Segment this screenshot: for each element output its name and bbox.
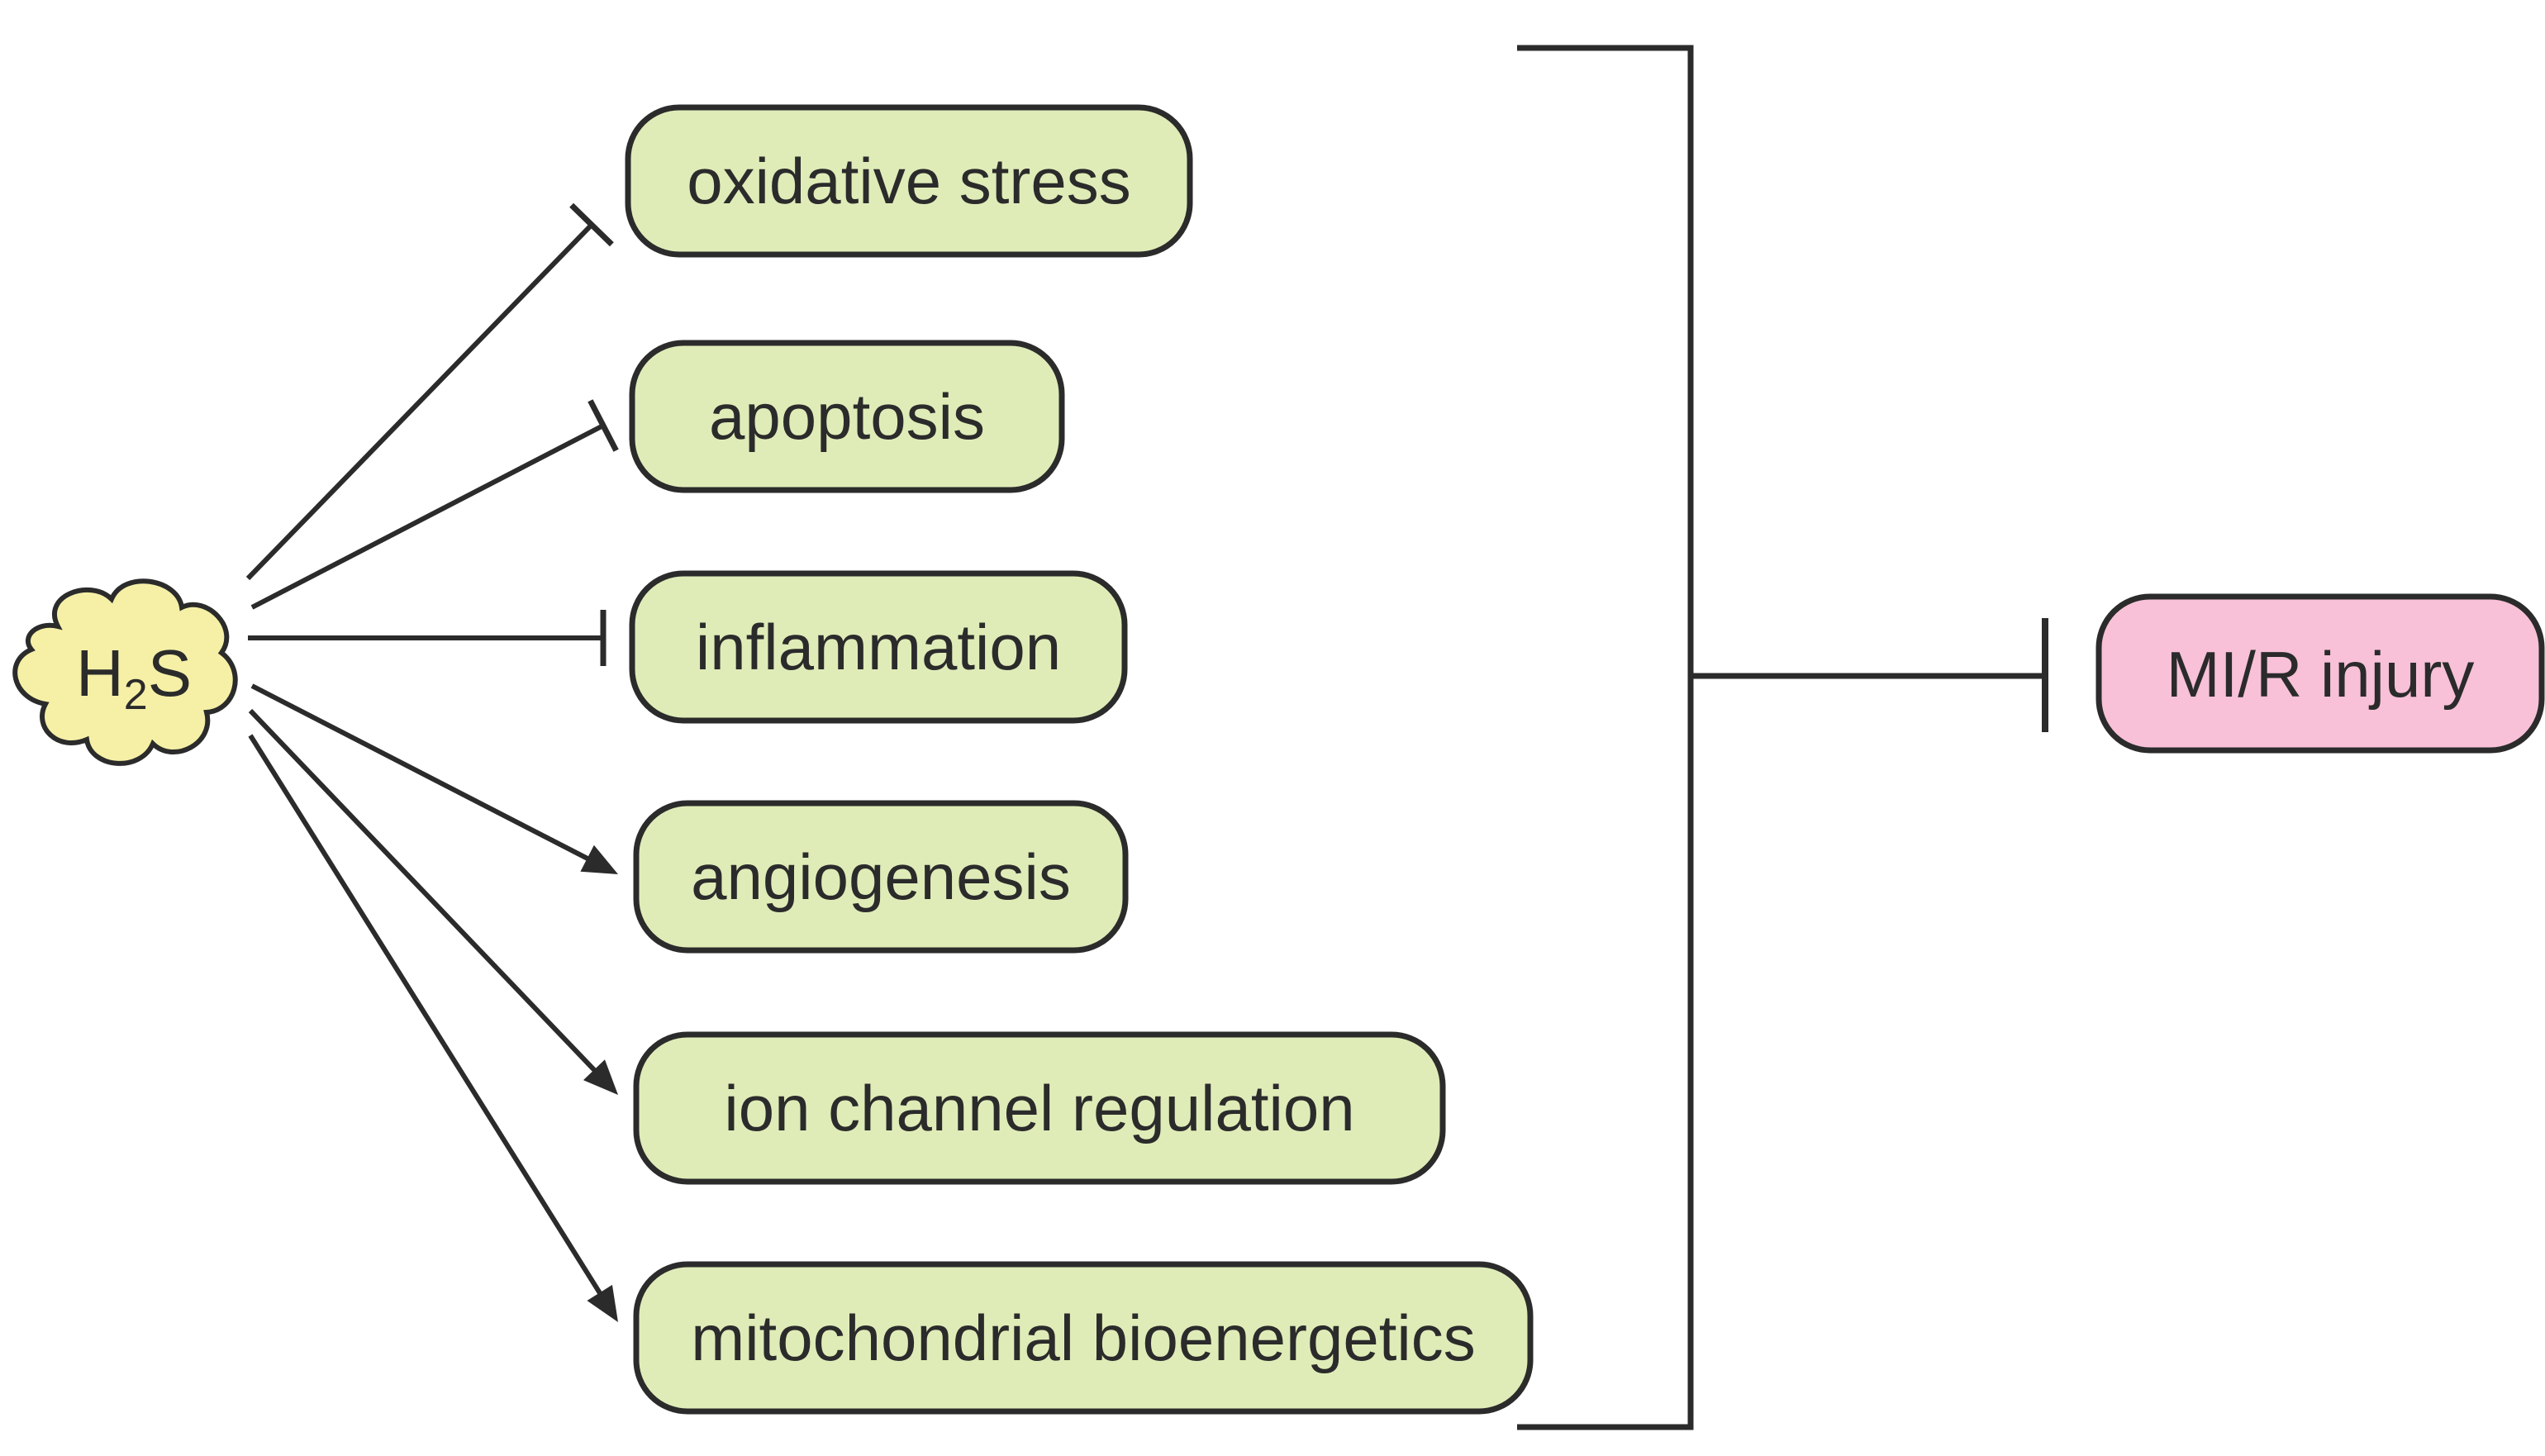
- arrowhead: [587, 1284, 618, 1322]
- activate-connector: [250, 683, 595, 864]
- effect-box: [633, 1261, 1534, 1415]
- h2s-label-subscript: 2: [124, 671, 148, 719]
- effect-box: [629, 570, 1128, 724]
- effect-box: [633, 1031, 1446, 1185]
- effect-node: inflammation: [629, 570, 1128, 724]
- h2s-source-node: H2S: [12, 578, 238, 766]
- effect-node: apoptosis: [629, 340, 1065, 493]
- effect-node: angiogenesis: [633, 800, 1129, 954]
- inhibit-connector: [245, 222, 594, 581]
- effect-box: [633, 800, 1129, 954]
- effect-node: ion channel regulation: [633, 1031, 1446, 1185]
- effect-label: apoptosis: [709, 380, 985, 453]
- inhibit-bar: [569, 202, 614, 247]
- effects-group: oxidative stress apoptosis inflammation ang…: [625, 104, 1534, 1415]
- effect-label: mitochondrial bioenergetics: [691, 1301, 1476, 1374]
- target-label: MI/R injury: [2167, 638, 2475, 711]
- effect-box: [625, 104, 1193, 258]
- effect-node: oxidative stress: [625, 104, 1193, 258]
- effect-label: angiogenesis: [691, 840, 1071, 913]
- effect-node: mitochondrial bioenergetics: [633, 1261, 1534, 1415]
- effect-label: inflammation: [696, 611, 1061, 683]
- effects-bracket: [1517, 45, 2048, 1430]
- arrowhead: [583, 1059, 618, 1095]
- bracket-line: [1517, 45, 1694, 1430]
- h2s-label-s: S: [148, 636, 192, 710]
- target-box: [2095, 593, 2545, 754]
- effect-label: oxidative stress: [687, 145, 1131, 217]
- source-connectors: [245, 202, 619, 1322]
- effect-label: ion channel regulation: [724, 1072, 1354, 1144]
- activate-connector: [248, 708, 601, 1077]
- h2s-label-h: H: [76, 636, 124, 710]
- arrowhead: [580, 845, 618, 874]
- inhibit-bar: [587, 399, 619, 452]
- target-node: MI/R injury: [2095, 593, 2545, 754]
- h2s-cloud-shape: [12, 578, 238, 766]
- inhibit-connector: [250, 423, 605, 610]
- h2s-label: H2S: [76, 636, 192, 719]
- effect-box: [629, 340, 1065, 493]
- activate-connector: [248, 734, 606, 1300]
